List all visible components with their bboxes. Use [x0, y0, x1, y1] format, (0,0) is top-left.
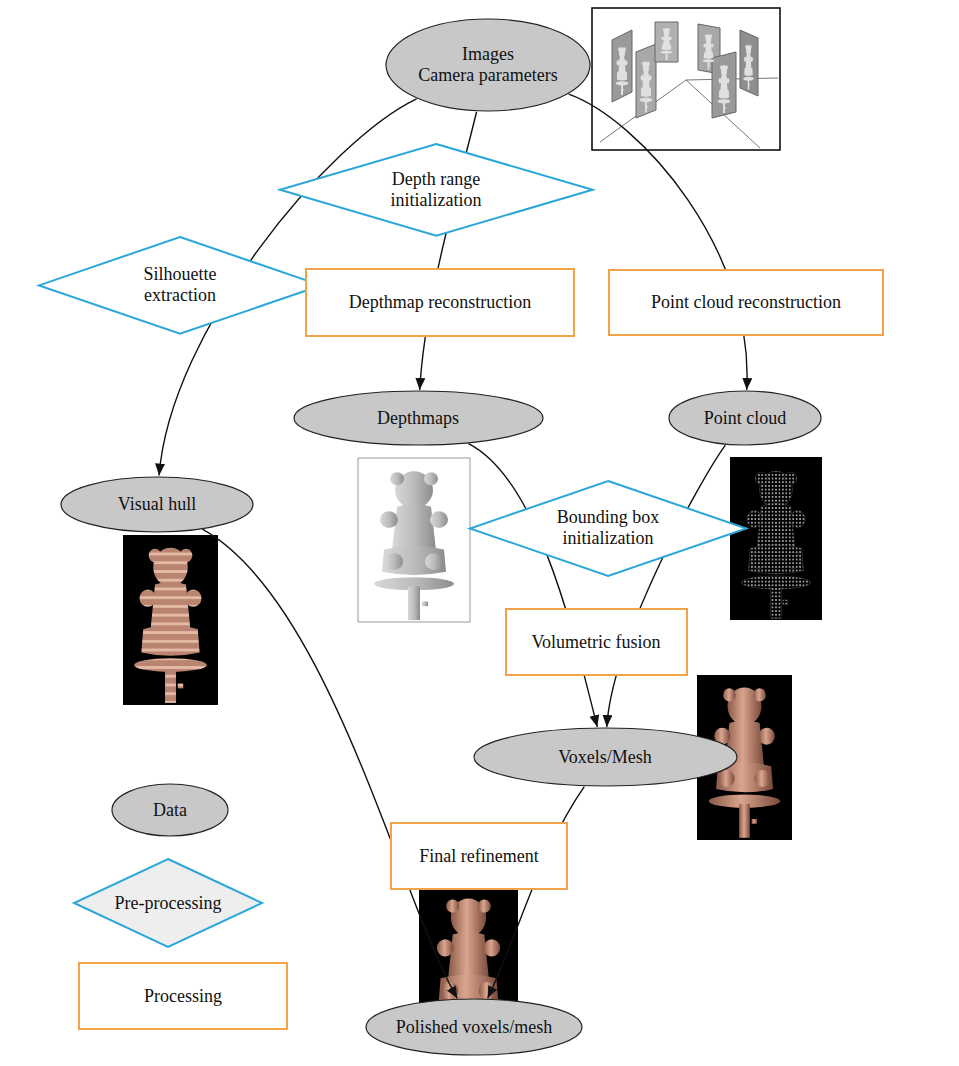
- illustration-part: [703, 34, 715, 69]
- text-group: Bounding box initialization: [544, 507, 672, 548]
- illustration-part: [636, 44, 656, 118]
- node-label: Depth range initialization: [366, 169, 506, 210]
- ellipse-shape: [61, 477, 253, 532]
- diamond-shape: [74, 859, 262, 947]
- node-label: Polished voxels/mesh: [396, 1017, 553, 1038]
- data-ellipse: ImagesCamera parameters: [385, 18, 591, 112]
- text-group: Voxels/Mesh: [558, 747, 652, 768]
- preprocessing-diamond: Bounding box initialization: [469, 480, 747, 577]
- text-group: Data: [153, 800, 187, 821]
- text-group: Pre-processing: [115, 893, 222, 914]
- process-box: Point cloud reconstruction: [608, 269, 884, 336]
- legend-item: Data: [111, 783, 229, 837]
- node-label: Images: [418, 44, 557, 65]
- illustration-part: [655, 22, 678, 62]
- illustration-part: [358, 458, 470, 622]
- ellipse-shape: [669, 391, 821, 445]
- ellipse-shape: [386, 19, 590, 111]
- legend-item: Pre-processing: [73, 858, 263, 948]
- preprocessing-diamond: Silhouette extraction: [38, 236, 322, 335]
- process-box: Final refinement: [390, 822, 568, 890]
- preprocessing-diamond: Depth range initialization: [279, 143, 594, 237]
- illustration-part: [730, 457, 822, 620]
- camera-thumbnail: [592, 8, 780, 150]
- illustration-part: [718, 65, 731, 113]
- rect-shape: [391, 823, 567, 889]
- rect-shape: [79, 963, 287, 1029]
- illustration-part: [661, 28, 673, 60]
- flow-arrow: [488, 787, 585, 999]
- node-label: Pre-processing: [115, 893, 222, 914]
- ellipse-shape: [474, 728, 737, 786]
- node-label: Silhouette extraction: [113, 264, 246, 305]
- illustration-part: [592, 8, 780, 150]
- data-ellipse: Depthmaps: [293, 390, 544, 446]
- illustration-part: [616, 47, 629, 95]
- ellipse-shape: [366, 999, 582, 1055]
- diamond-shape: [39, 237, 321, 334]
- text-group: ImagesCamera parameters: [418, 44, 557, 85]
- illustration-part: [612, 30, 632, 102]
- node-label: Depthmap reconstruction: [349, 292, 531, 313]
- rect-shape: [306, 269, 574, 336]
- text-group: Depthmap reconstruction: [349, 292, 531, 313]
- process-box: Volumetric fusion: [505, 608, 688, 676]
- data-ellipse: Visual hull: [60, 476, 254, 533]
- illustration-part: [743, 45, 753, 90]
- ellipse-shape: [294, 391, 543, 445]
- ellipse-shape: [112, 784, 228, 836]
- node-label: Point cloud: [704, 408, 787, 429]
- text-group: Point cloud: [704, 408, 787, 429]
- node-label: Depthmaps: [377, 408, 459, 429]
- text-group: Processing: [144, 986, 222, 1007]
- node-label: Final refinement: [419, 846, 538, 867]
- flow-arrow: [468, 444, 597, 727]
- illustration-part: [742, 471, 811, 618]
- diamond-shape: [280, 144, 593, 236]
- text-group: Visual hull: [118, 494, 196, 515]
- text-group: Point cloud reconstruction: [651, 292, 841, 313]
- process-box: Depthmap reconstruction: [305, 268, 575, 337]
- data-ellipse: Polished voxels/mesh: [365, 998, 583, 1056]
- text-group: Depthmaps: [377, 408, 459, 429]
- text-group: Final refinement: [419, 846, 538, 867]
- rect-shape: [609, 270, 883, 335]
- node-label: Processing: [144, 986, 222, 1007]
- node-label: Point cloud reconstruction: [651, 292, 841, 313]
- illustration-part: [374, 471, 454, 620]
- illustration-part: [123, 535, 218, 705]
- depthmap-image: [358, 458, 470, 622]
- node-label: Data: [153, 800, 187, 821]
- illustration-part: [134, 548, 207, 703]
- legend-item: Processing: [78, 962, 288, 1030]
- node-label: Visual hull: [118, 494, 196, 515]
- data-ellipse: Point cloud: [668, 390, 822, 446]
- text-group: Polished voxels/mesh: [396, 1017, 553, 1038]
- node-label: Voxels/Mesh: [558, 747, 652, 768]
- flow-arrow: [569, 94, 747, 390]
- rect-shape: [506, 609, 687, 675]
- illustration-part: [712, 52, 736, 118]
- text-group: Volumetric fusion: [531, 632, 660, 653]
- visual-hull-image: [123, 535, 218, 705]
- text-group: Depth range initialization: [366, 169, 506, 210]
- flow-arrow: [202, 529, 457, 998]
- node-label: Volumetric fusion: [531, 632, 660, 653]
- illustration-part: [740, 30, 758, 96]
- illustration-part: [640, 61, 653, 112]
- node-label: Bounding box initialization: [544, 507, 672, 548]
- node-label: Camera parameters: [418, 65, 557, 86]
- data-ellipse: Voxels/Mesh: [473, 727, 738, 787]
- point-cloud-image: [730, 457, 822, 620]
- diamond-shape: [470, 481, 746, 576]
- text-group: Silhouette extraction: [113, 264, 246, 305]
